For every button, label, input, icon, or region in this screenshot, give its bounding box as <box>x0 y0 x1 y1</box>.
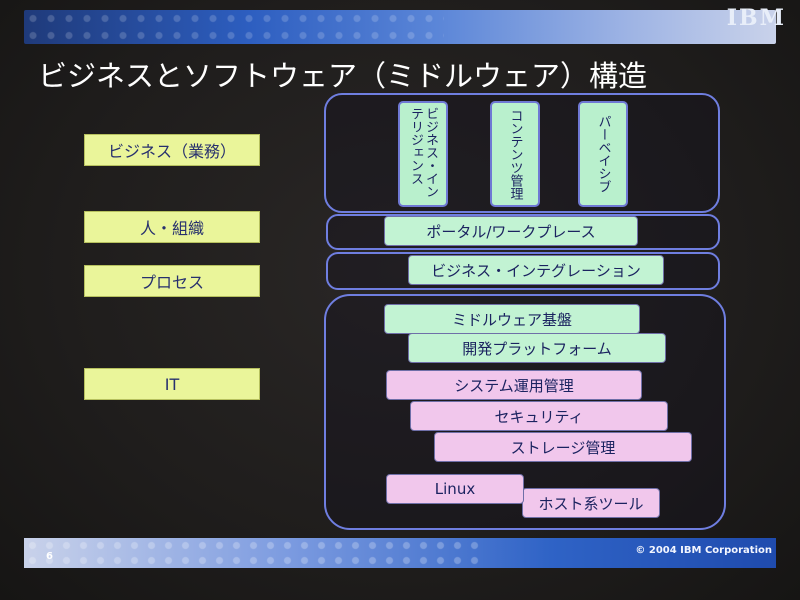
copyright-text: © 2004 IBM Corporation <box>635 545 772 556</box>
label-people-organization: 人・組織 <box>84 211 260 243</box>
pervasive-box: パーベイシブ <box>578 101 628 207</box>
middleware-base-bar: ミドルウェア基盤 <box>384 304 640 334</box>
header-bar <box>24 10 776 44</box>
header-dot-pattern <box>24 10 444 44</box>
page-number: 6 <box>46 551 53 562</box>
system-management-bar: システム運用管理 <box>386 370 642 400</box>
footer-dot-pattern <box>24 538 484 568</box>
footer-bar <box>24 538 776 568</box>
label-process: プロセス <box>84 265 260 297</box>
label-business: ビジネス（業務） <box>84 134 260 166</box>
business-intelligence-box: ビジネス・インテリジェンス <box>398 101 448 207</box>
security-bar: セキュリティ <box>410 401 668 431</box>
content-management-box: コンテンツ管理 <box>490 101 540 207</box>
slide-title: ビジネスとソフトウェア（ミドルウェア）構造 <box>38 59 648 93</box>
portal-workplace-bar: ポータル/ワークプレース <box>384 216 638 246</box>
ibm-logo: IBM <box>726 5 786 31</box>
development-platform-bar: 開発プラットフォーム <box>408 333 666 363</box>
label-it: IT <box>84 368 260 400</box>
linux-bar: Linux <box>386 474 524 504</box>
business-integration-bar: ビジネス・インテグレーション <box>408 255 664 285</box>
host-tools-bar: ホスト系ツール <box>522 488 660 518</box>
storage-management-bar: ストレージ管理 <box>434 432 692 462</box>
